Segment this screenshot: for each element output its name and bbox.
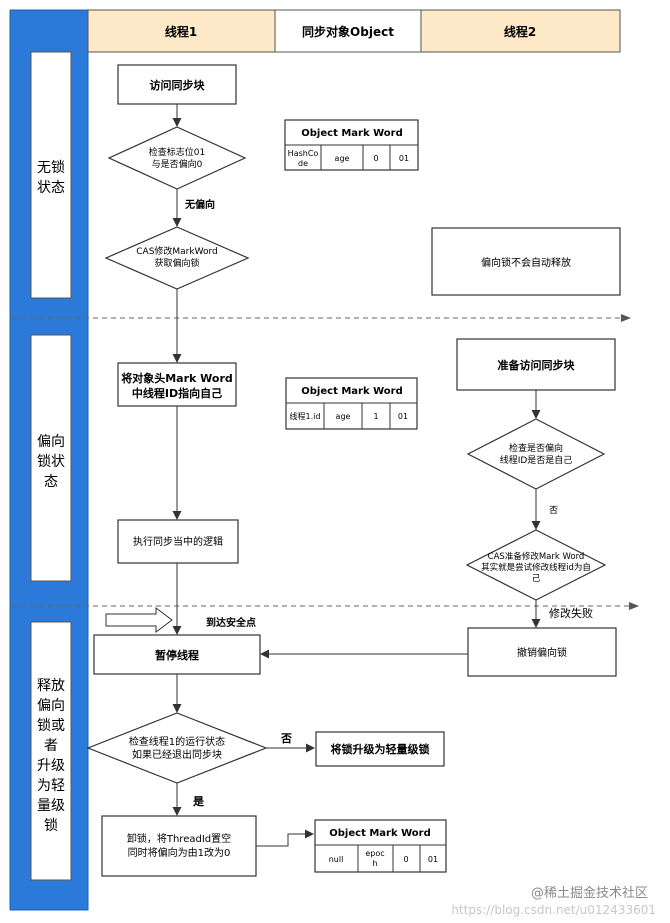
mark-word-biased-thread-id: 线程1.id: [290, 411, 321, 421]
lane-header-thread1-label: 线程1: [165, 24, 197, 39]
mark-word-table-released-title: Object Mark Word: [329, 828, 430, 839]
mark-word-released-epoch-2: h: [372, 859, 377, 868]
lane-header-thread2: [420, 9, 621, 53]
state-label-release-line-3: 锁或: [37, 718, 65, 734]
mark-word-released-bias: 0: [403, 855, 408, 864]
state-label-release-line-5: 升级: [37, 758, 65, 774]
upgrade-lock-label: 将锁升级为轻量级锁: [331, 742, 430, 756]
state-panel-lockfree: [30, 51, 72, 299]
modify-failed-label: 修改失败: [549, 606, 593, 620]
check-bias-line-1: 检查是否偏向: [509, 442, 563, 454]
mark-word-table-unlocked: [284, 119, 419, 171]
exec-logic-label: 执行同步当中的逻辑: [133, 535, 223, 548]
state-label-release-line-1: 释放: [37, 678, 65, 694]
cas-modify-line-1: CAS修改MarkWord: [136, 245, 217, 257]
mark-word-released-null: null: [329, 855, 344, 864]
watermark-brand: @稀土掘金技术社区: [531, 885, 648, 901]
state-label-release-line-6: 为轻: [37, 778, 65, 794]
upgrade-lock-box: [315, 731, 445, 767]
check-flag-line-1: 检查标志位01: [149, 146, 205, 158]
lane-header-object-label: 同步对象Object: [302, 24, 394, 39]
check-bias-no-label: 否: [549, 505, 558, 516]
access-sync-block-label: 访问同步块: [150, 78, 206, 92]
state-label-lockfree-line-2: 状态: [37, 180, 65, 196]
safepoint-label: 到达安全点: [206, 616, 256, 629]
state-label-release-line-8: 锁: [44, 818, 58, 834]
prepare-access-label: 准备访问同步块: [498, 358, 576, 372]
mark-word-table-unlocked-title: Object Mark Word: [301, 128, 402, 139]
pause-thread-box: [93, 634, 261, 675]
cas-prepare-line-2: 其实就是尝试修改线程id为自: [481, 562, 591, 573]
state-panel-release: [30, 621, 72, 881]
arrow-unlock-to-markword: [256, 829, 314, 847]
check-state-line-1: 检查线程1的运行状态: [129, 735, 225, 748]
check-bias-decision: [466, 418, 606, 490]
state-panel-biased: [30, 334, 72, 582]
check-bias-line-2: 线程ID是否是自己: [500, 454, 573, 466]
unlock-line-2: 同时将偏向为由1改为0: [128, 846, 231, 859]
mark-word-unlocked-hashcode-2: de: [298, 159, 308, 168]
revoke-bias-label: 撤销偏向锁: [517, 646, 567, 659]
lane-header-thread1: [87, 9, 276, 53]
state-label-release-line-2: 偏向: [37, 698, 65, 714]
check-state-line-2: 如果已经退出同步块: [132, 748, 222, 761]
state-label-biased-line-1: 偏向: [37, 434, 65, 450]
safepoint-arrow: [105, 607, 173, 633]
check-flag-decision: [107, 126, 247, 190]
check-state-decision: [86, 712, 268, 784]
mark-word-released-epoch-1: epoc: [365, 849, 384, 858]
access-sync-block-box: [117, 64, 237, 105]
check-flag-line-2: 与是否偏向0: [152, 158, 203, 170]
mark-word-biased-age: age: [336, 412, 351, 421]
state-label-biased-line-3: 态: [44, 474, 58, 490]
state-label-biased-line-2: 锁状: [37, 454, 65, 470]
mark-word-unlocked-flag: 01: [399, 154, 409, 163]
watermark-url: https://blog.csdn.net/u012433601: [451, 903, 656, 917]
state-label-release-line-4: 者: [44, 738, 58, 754]
cas-modify-decision: [104, 226, 250, 290]
mark-word-unlocked-age: age: [335, 154, 350, 163]
set-thread-id-line-2: 中线程ID指向自己: [132, 386, 222, 400]
check-state-no-label: 否: [280, 732, 292, 745]
revoke-bias-box: [467, 627, 617, 677]
cas-modify-line-2: 获取偏向锁: [154, 257, 199, 269]
mark-word-biased-flag: 01: [398, 412, 408, 421]
prepare-access-box: [456, 338, 616, 391]
mark-word-unlocked-bias: 0: [373, 154, 378, 163]
mark-word-table-released: [314, 819, 447, 873]
set-thread-id-box: [117, 362, 237, 407]
state-label-release-line-7: 量级: [37, 798, 65, 814]
no-auto-release-label: 偏向锁不会自动释放: [481, 256, 571, 269]
mark-word-table-biased: [285, 377, 418, 430]
no-bias-label: 无偏向: [184, 198, 215, 211]
set-thread-id-line-1: 将对象头Mark Word: [121, 371, 233, 385]
cas-prepare-line-3: 己: [532, 574, 541, 584]
lane-header-thread2-label: 线程2: [504, 24, 536, 39]
unlock-line-1: 卸锁，将ThreadId置空: [127, 832, 231, 845]
pause-thread-label: 暂停线程: [155, 648, 199, 662]
no-auto-release-box: [431, 227, 621, 296]
mark-word-table-biased-title: Object Mark Word: [301, 386, 402, 397]
unlock-box: [101, 815, 257, 877]
check-state-yes-label: 是: [192, 795, 205, 808]
exec-logic-box: [117, 519, 239, 564]
mark-word-unlocked-hashcode-1: HashCo: [288, 149, 319, 158]
state-label-lockfree-line-1: 无锁: [37, 160, 65, 176]
mark-word-biased-bias: 1: [373, 412, 378, 421]
cas-prepare-line-1: CAS准备修改Mark Word: [488, 551, 585, 562]
mark-word-released-flag: 01: [428, 855, 438, 864]
lane-header-object: [274, 9, 422, 53]
